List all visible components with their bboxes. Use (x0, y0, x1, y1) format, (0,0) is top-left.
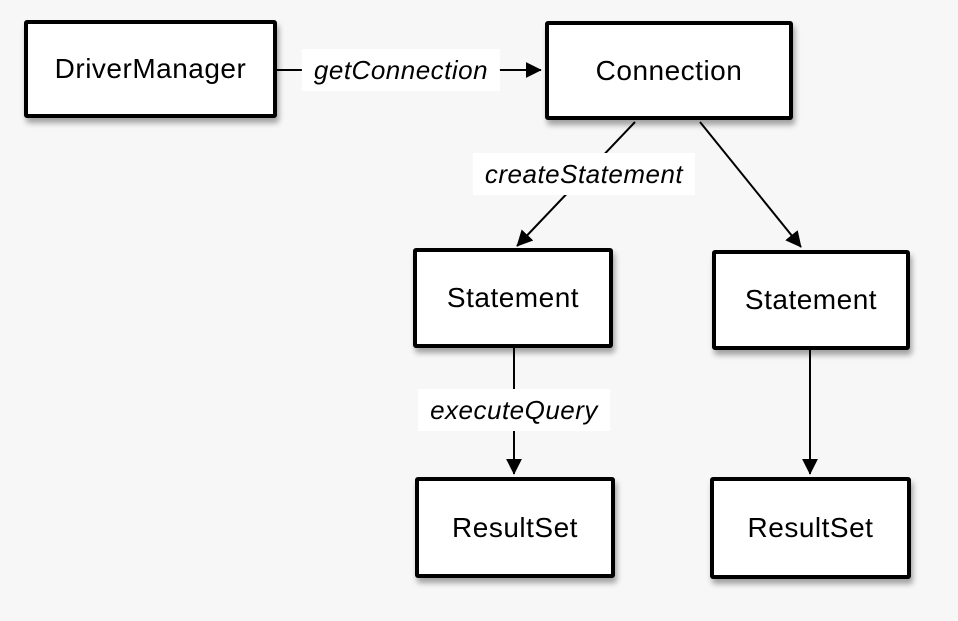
node-statement-right: Statement (712, 250, 910, 350)
node-connection-label: Connection (595, 54, 743, 86)
node-resultset-left-label: ResultSet (452, 511, 578, 543)
node-statement-left-label: Statement (446, 282, 580, 313)
edge-label-getconnection: getConnection (301, 49, 501, 91)
node-statement-left: Statement (413, 248, 613, 348)
edge-connection-to-statement-right-arrow (699, 121, 802, 248)
edge-label-createstatement: createStatement (472, 153, 696, 195)
node-resultset-right: ResultSet (710, 477, 911, 579)
edge-label-executequery: executeQuery (418, 389, 610, 431)
node-resultset-right-label: ResultSet (747, 512, 874, 543)
node-driver-manager: DriverManager (24, 20, 277, 118)
node-resultset-left: ResultSet (415, 477, 615, 578)
node-connection: Connection (545, 21, 793, 120)
node-statement-right-label: Statement (744, 284, 878, 315)
node-driver-manager-label: DriverManager (54, 53, 247, 84)
